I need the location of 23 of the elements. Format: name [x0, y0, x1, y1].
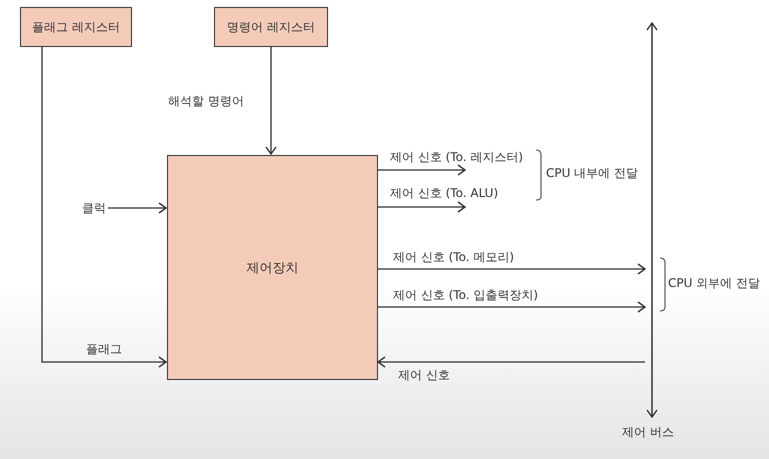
edge-label: 제어 신호 (To. 입출력장치): [393, 288, 538, 302]
arrow: [378, 201, 466, 213]
arrow: [265, 47, 277, 155]
edge-label: 제어 신호 (To. 레지스터): [390, 150, 524, 164]
edge-label: 제어 신호: [398, 368, 450, 382]
bus-label: 제어 버스: [622, 425, 674, 439]
edge-label: 제어 신호 (To. ALU): [390, 186, 498, 200]
arrow: [108, 202, 167, 214]
arrow: [41, 47, 167, 368]
edge-label: 제어 신호 (To. 메모리): [393, 250, 514, 264]
group-label: CPU 내부에 전달: [546, 166, 638, 180]
edge-label: 해석할 명령어: [168, 94, 244, 108]
arrow: [378, 164, 466, 176]
control-unit-box: 제어장치: [167, 155, 378, 380]
arrow: [377, 356, 645, 368]
arrow: [378, 301, 646, 313]
edge-label: 플래그: [86, 342, 122, 356]
input-label: 클럭: [80, 200, 108, 216]
bus-line: [646, 22, 658, 418]
register-box: 명령어 레지스터: [214, 7, 328, 47]
group-label: CPU 외부에 전달: [668, 276, 760, 290]
register-box: 플래그 레지스터: [20, 7, 132, 47]
arrow: [378, 263, 646, 275]
